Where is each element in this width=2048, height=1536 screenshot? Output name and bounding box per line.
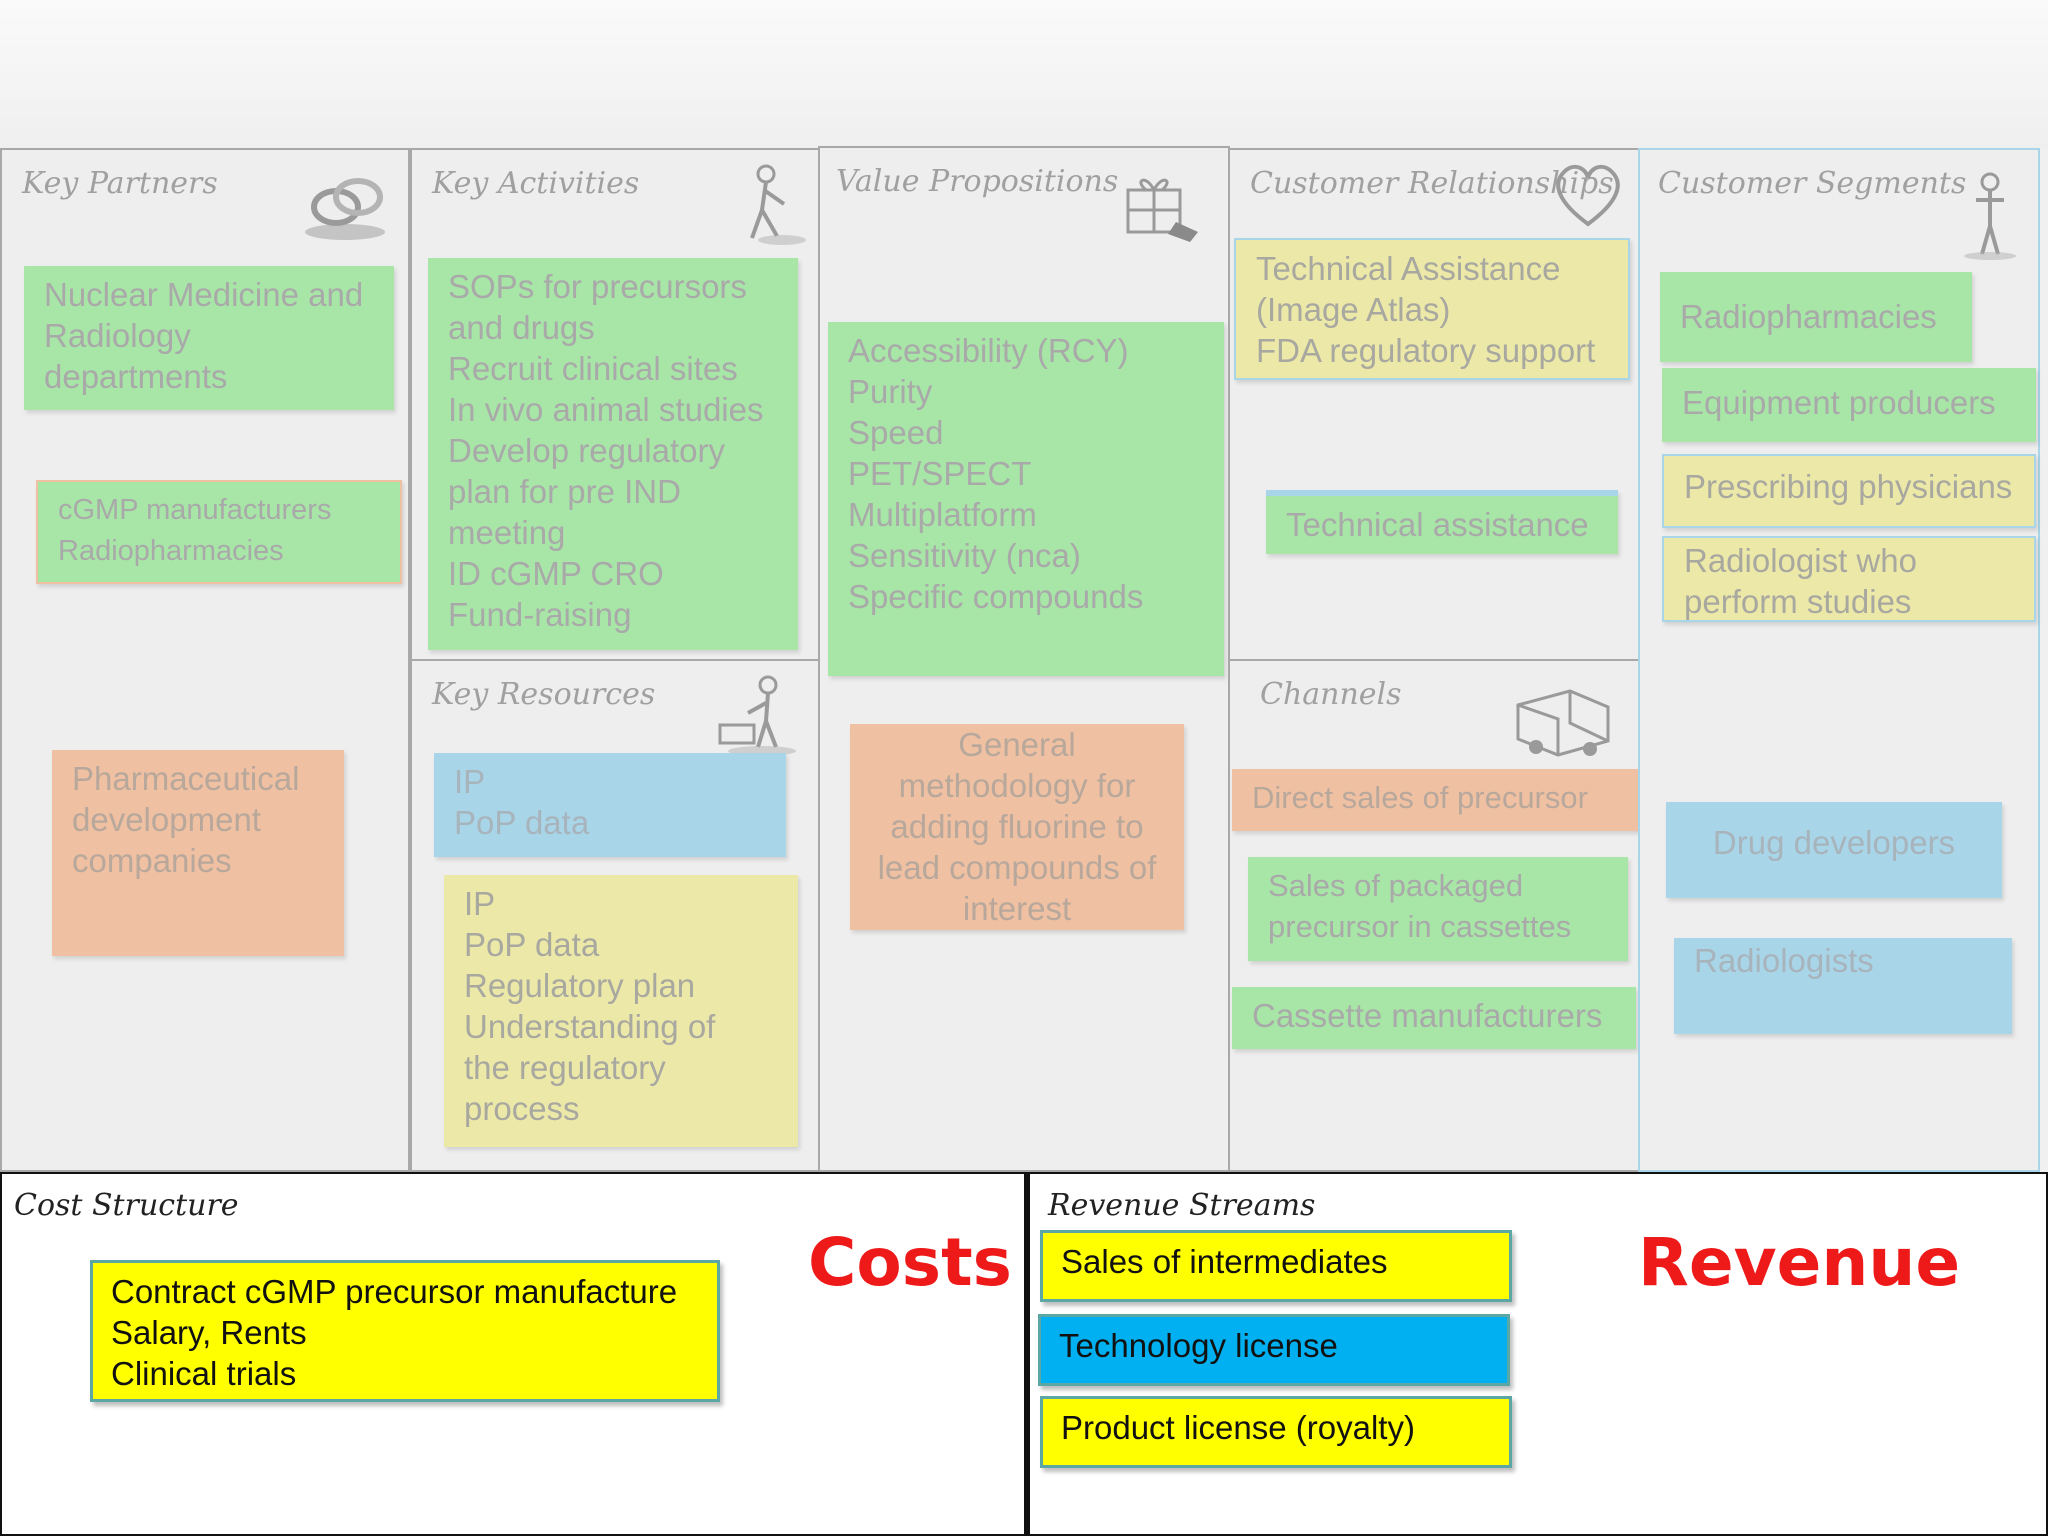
sticky-note: Radiologist who perform studies [1662, 536, 2036, 622]
revenue-streams-cell: Revenue Streams Revenue Sales of interme… [1026, 1172, 2048, 1536]
sticky-note: Contract cGMP precursor manufacture Sala… [90, 1260, 720, 1402]
sticky-note: Drug developers [1666, 802, 2002, 898]
gift-box-icon [1126, 178, 1198, 242]
sticky-note: Product license (royalty) [1040, 1396, 1512, 1468]
heart-icon [1556, 164, 1620, 227]
revenue-label: Revenue [1638, 1224, 1961, 1301]
chain-links-icon [305, 178, 385, 240]
channels-title: Channels [1260, 677, 1402, 712]
sticky-note: Nuclear Medicine and Radiology departmen… [24, 266, 394, 410]
top-band [0, 0, 2048, 148]
revenue-streams-title: Revenue Streams [1048, 1188, 1316, 1223]
truck-icon [1516, 689, 1610, 757]
sticky-note: Direct sales of precursor [1232, 769, 1648, 831]
sticky-note: Cassette manufacturers [1232, 987, 1636, 1049]
sticky-note: Technical assistance [1266, 490, 1618, 554]
costs-label: Costs [808, 1224, 1012, 1301]
key-resources-title: Key Resources [432, 677, 656, 712]
person-icon [1964, 172, 2016, 260]
worker-icon [750, 164, 806, 245]
key-activities-title: Key Activities [432, 166, 640, 201]
key-partners-title: Key Partners [22, 166, 218, 201]
sticky-note: Radiologists [1674, 938, 2012, 1034]
customer-relationships-title: Customer Relationships [1250, 166, 1614, 201]
customer-relationships-cell: Customer Relationships Technical Assista… [1228, 148, 1640, 661]
sticky-note: Prescribing physicians [1662, 454, 2036, 528]
cost-structure-title: Cost Structure [14, 1188, 239, 1223]
key-resources-cell: Key Resources IP PoP data IP PoP data Re… [410, 659, 820, 1172]
sticky-note: General methodology for adding fluorine … [850, 724, 1184, 930]
channels-cell: Channels Direct sales of precursor Sales… [1228, 659, 1648, 1172]
sticky-note: Technical Assistance (Image Atlas) FDA r… [1234, 238, 1630, 380]
customer-segments-title: Customer Segments [1658, 166, 1967, 201]
sticky-note: IP PoP data Regulatory plan Understandin… [444, 875, 798, 1147]
sticky-note: Equipment producers [1662, 368, 2036, 442]
sticky-note: IP PoP data [434, 753, 786, 857]
cost-structure-cell: Cost Structure Costs Contract cGMP precu… [0, 1172, 1026, 1536]
value-propositions-cell: Value Propositions Accessibility (RCY) P… [818, 146, 1230, 1172]
sticky-note: SOPs for precursors and drugs Recruit cl… [428, 258, 798, 650]
sticky-note: Sales of intermediates [1040, 1230, 1512, 1302]
sticky-note: Sales of packaged precursor in cassettes [1248, 857, 1628, 961]
key-activities-cell: Key Activities SOPs for precursors and d… [410, 148, 820, 661]
sticky-note: cGMP manufacturers Radiopharmacies [36, 480, 402, 584]
sticky-note: Technology license [1038, 1314, 1510, 1386]
customer-segments-cell: Customer Segments Radiopharmacies Equipm… [1638, 148, 2040, 1172]
key-partners-cell: Key Partners Nuclear Medicine and Radiol… [0, 148, 410, 1172]
worker-with-cart-icon [718, 675, 796, 756]
value-propositions-title: Value Propositions [836, 164, 1119, 199]
sticky-note: Radiopharmacies [1660, 272, 1972, 362]
sticky-note: Pharmaceutical development companies [52, 750, 344, 956]
sticky-note: Accessibility (RCY) Purity Speed PET/SPE… [828, 322, 1224, 676]
